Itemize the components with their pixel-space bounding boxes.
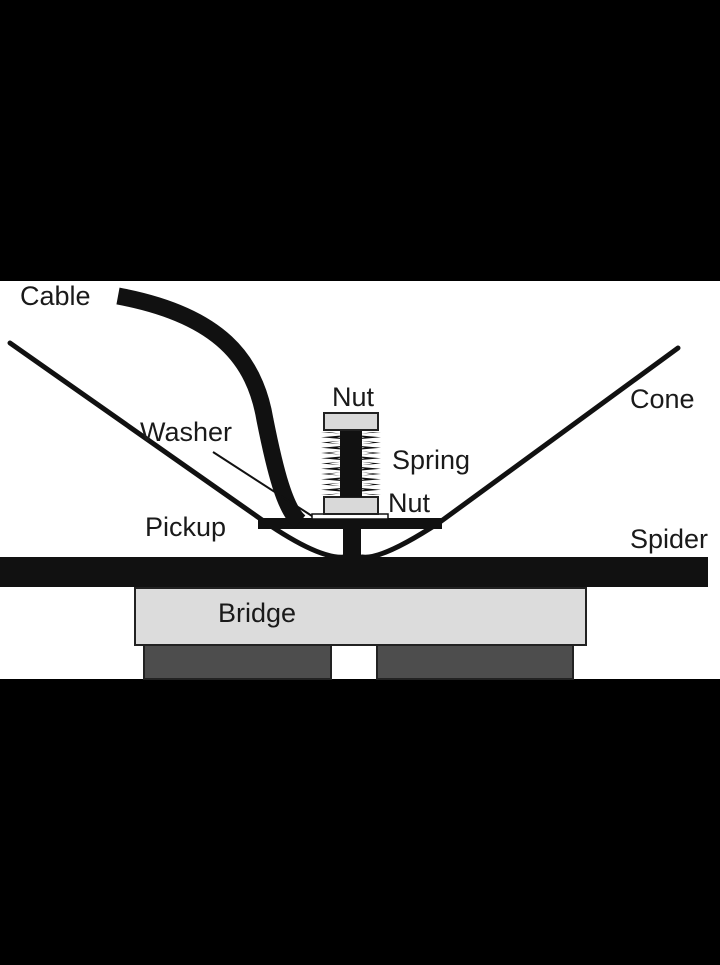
spring-coil-turn xyxy=(321,453,381,464)
spring-coil-turn xyxy=(321,474,381,485)
top-nut xyxy=(323,412,379,431)
bottom-nut xyxy=(323,496,379,515)
spring-core xyxy=(340,430,362,497)
pickup-stem xyxy=(343,527,361,559)
spring-coil-turn xyxy=(321,463,381,474)
spring-coil-turn xyxy=(321,442,381,453)
label-cone: Cone xyxy=(630,384,695,414)
label-pickup: Pickup xyxy=(145,512,226,542)
left-magnet-block xyxy=(143,644,332,680)
top-letterbox-bar xyxy=(0,0,720,281)
pickup-plate xyxy=(258,518,442,529)
spring-coil-turn xyxy=(321,432,381,443)
label-cable: Cable xyxy=(20,281,91,311)
spring-coil-turn xyxy=(321,442,381,453)
label-washer: Washer xyxy=(140,417,232,447)
spring-coil-turn xyxy=(321,453,381,464)
label-bridge: Bridge xyxy=(218,598,296,628)
spring-coil-turn xyxy=(321,474,381,485)
bottom-letterbox-bar xyxy=(0,679,720,960)
cone-left-line xyxy=(7,340,348,560)
label-spider: Spider xyxy=(630,524,708,554)
washer-leader-line xyxy=(212,451,313,517)
label-spring: Spring xyxy=(392,445,470,475)
label-nut-bottom: Nut xyxy=(388,488,431,518)
spring-coil-turn xyxy=(321,484,381,495)
spring-coil-turn xyxy=(321,432,381,443)
bridge-block xyxy=(134,587,587,646)
label-nut-top: Nut xyxy=(332,382,375,412)
spring-coil xyxy=(321,432,381,495)
spider-bar xyxy=(0,557,708,587)
spring-coil-turn xyxy=(321,463,381,474)
spring-coil-turn xyxy=(321,484,381,495)
right-magnet-block xyxy=(376,644,574,680)
